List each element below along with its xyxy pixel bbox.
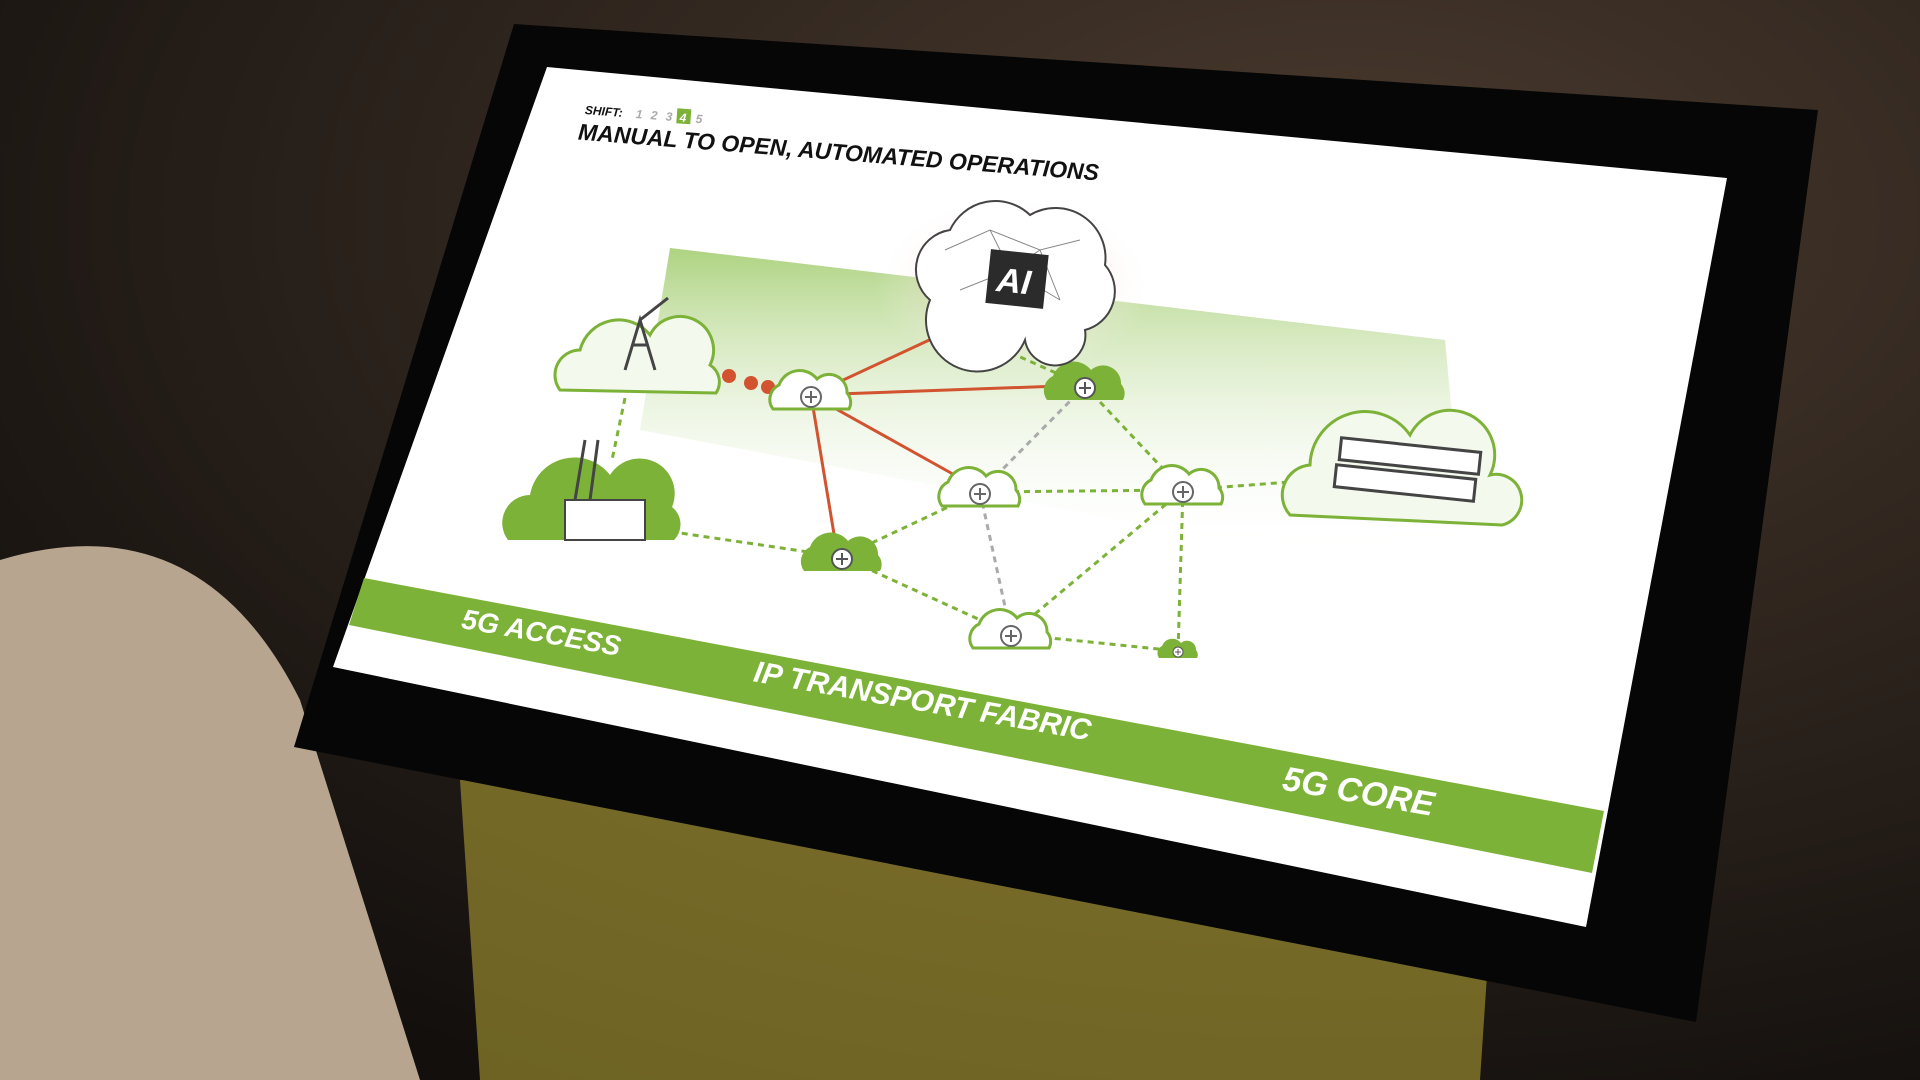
satellite-cloud[interactable] bbox=[553, 296, 721, 395]
person-shoulder bbox=[0, 546, 420, 1080]
ai-label: AI bbox=[994, 261, 1034, 303]
shift-step-active-bg bbox=[676, 108, 692, 125]
building-cloud[interactable] bbox=[502, 439, 681, 541]
green-band bbox=[349, 578, 1604, 873]
shift-step-4[interactable]: 4 bbox=[678, 110, 687, 125]
antenna-icon bbox=[623, 296, 669, 371]
shift-step-5[interactable]: 5 bbox=[695, 112, 703, 127]
shift-step-3[interactable]: 3 bbox=[665, 109, 673, 124]
ai-brain[interactable]: AI bbox=[914, 200, 1116, 373]
ai-badge bbox=[985, 249, 1049, 309]
server-icon bbox=[1332, 436, 1483, 503]
building-icon bbox=[564, 499, 646, 541]
shift-label: SHIFT: bbox=[584, 103, 623, 120]
server-cloud[interactable] bbox=[1280, 408, 1524, 527]
shift-step-2[interactable]: 2 bbox=[649, 108, 658, 123]
network-plane bbox=[640, 248, 1465, 555]
shift-step-1[interactable]: 1 bbox=[635, 107, 643, 122]
